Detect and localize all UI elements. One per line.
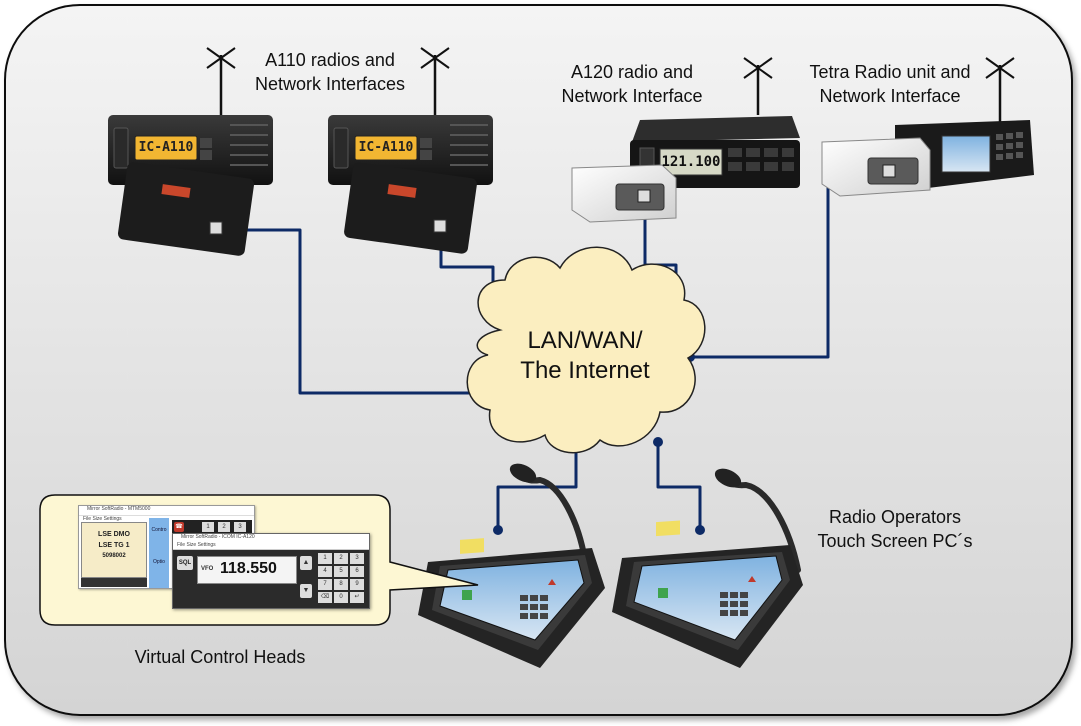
softradio-window-2[interactable]: Mirror SoftRadio - ICOM IC-A120 File Siz… <box>172 533 370 609</box>
operator-console-2 <box>612 468 803 668</box>
keypad-7[interactable]: 7 <box>318 579 332 590</box>
a110-label-line1: A110 radios and <box>265 50 395 70</box>
a110-display <box>134 135 198 161</box>
a110-display-text-2: IC-A110 <box>358 140 414 155</box>
menu-size[interactable]: Size <box>92 516 103 522</box>
menu-settings[interactable]: Settings <box>197 542 216 548</box>
arrow-down-button[interactable]: ▼ <box>300 584 312 598</box>
vfo-display: VFO 118.550 <box>197 556 297 584</box>
a120-label: A120 radio and Network Interface <box>532 60 732 108</box>
keypad-9[interactable]: 9 <box>350 579 364 590</box>
a110-label-line2: Network Interfaces <box>254 74 406 94</box>
key-1[interactable]: 1 <box>202 522 214 532</box>
operators-label-line2: Touch Screen PC´s <box>817 531 973 551</box>
keypad-6[interactable]: 6 <box>350 566 364 577</box>
window-1-side-panel: Contro Optio <box>149 518 169 588</box>
tetra-label: Tetra Radio unit and Network Interface <box>785 60 995 108</box>
key-3[interactable]: 3 <box>234 522 246 532</box>
a110-display <box>354 135 418 161</box>
side-control-label[interactable]: Contro <box>151 527 167 533</box>
a110-label: A110 radios and Network Interfaces <box>230 48 430 96</box>
a110-display-text-1: IC-A110 <box>138 140 194 155</box>
hangup-icon[interactable]: ☎ <box>174 522 184 532</box>
virtual-heads-label: Virtual Control Heads <box>134 647 306 667</box>
display-line-2: LSE TG 1 <box>98 542 130 549</box>
window-2-title: Mirror SoftRadio - ICOM IC-A120 <box>173 534 369 542</box>
operators-label: Radio Operators Touch Screen PC´s <box>795 505 995 553</box>
rj45-port <box>209 221 223 235</box>
cable-operator-right <box>656 442 702 530</box>
keypad-2[interactable]: 2 <box>334 553 348 564</box>
display-line-3: 5098002 <box>102 553 126 559</box>
window-1-display: LSE DMO LSE TG 1 5098002 <box>81 522 147 578</box>
keypad-3[interactable]: 3 <box>350 553 364 564</box>
a110-radio-unit-1 <box>108 47 273 256</box>
window-2-menu: File Size Settings <box>173 542 369 550</box>
tetra-label-line2: Network Interface <box>819 86 961 106</box>
rj45-port <box>637 189 651 203</box>
a120-display-text: 121.100 <box>661 154 721 170</box>
a120-label-line2: Network Interface <box>561 86 703 106</box>
rj45-port <box>882 164 896 178</box>
a110-radio-unit-2 <box>328 47 493 254</box>
enter-icon[interactable]: ↵ <box>350 592 364 603</box>
cable-operator-left <box>496 442 578 530</box>
rj45-port <box>433 219 447 233</box>
window-1-title: Mirror SoftRadio - MTM5000 <box>79 506 254 516</box>
key-2[interactable]: 2 <box>218 522 230 532</box>
cloud-label: LAN/WAN/ The Internet <box>480 326 690 386</box>
operator-console-1 <box>418 463 605 668</box>
display-line-1: LSE DMO <box>98 531 130 538</box>
window-1-key-row: ☎ 1 2 3 <box>172 520 252 534</box>
keypad-4[interactable]: 4 <box>318 566 332 577</box>
tetra-radio-unit <box>821 57 1034 197</box>
keypad-0[interactable]: 0 <box>334 592 348 603</box>
tetra-label-line1: Tetra Radio unit and <box>809 62 971 82</box>
arrow-down-icon: ▼ <box>302 587 310 594</box>
window-1-bottom-bar <box>81 578 147 587</box>
keypad-8[interactable]: 8 <box>334 579 348 590</box>
keypad-5[interactable]: 5 <box>334 566 348 577</box>
a120-label-line1: A120 radio and <box>570 62 694 82</box>
operators-label-line1: Radio Operators <box>828 507 962 527</box>
sql-button[interactable]: SQL <box>177 556 193 570</box>
a120-display <box>659 148 723 176</box>
tetra-screen <box>941 135 991 173</box>
network-cloud <box>466 246 706 454</box>
arrow-up-icon: ▲ <box>302 559 310 566</box>
cloud-shape <box>466 246 706 454</box>
menu-file[interactable]: File <box>83 516 92 522</box>
arrow-up-button[interactable]: ▲ <box>300 556 312 570</box>
vfo-label: VFO <box>201 566 214 572</box>
a120-radio-unit <box>571 57 800 223</box>
side-options-label[interactable]: Optio <box>153 559 165 565</box>
window-1-menu: File Size Settings <box>79 516 254 523</box>
cloud-label-line1: LAN/WAN/ <box>527 327 643 354</box>
console-screen <box>633 555 783 641</box>
console-screen <box>439 559 585 641</box>
menu-settings[interactable]: Settings <box>103 516 122 522</box>
menu-size[interactable]: Size <box>186 542 197 548</box>
backspace-icon[interactable]: ⌫ <box>318 592 332 603</box>
cable-a110-left <box>213 228 492 395</box>
window-2-keypad: 1 2 3 4 5 6 7 8 9 ⌫ 0 ↵ <box>318 553 366 607</box>
cloud-label-line2: The Internet <box>520 357 650 384</box>
menu-file[interactable]: File <box>177 542 186 548</box>
keypad-1[interactable]: 1 <box>318 553 332 564</box>
vfo-frequency: 118.550 <box>220 560 277 577</box>
